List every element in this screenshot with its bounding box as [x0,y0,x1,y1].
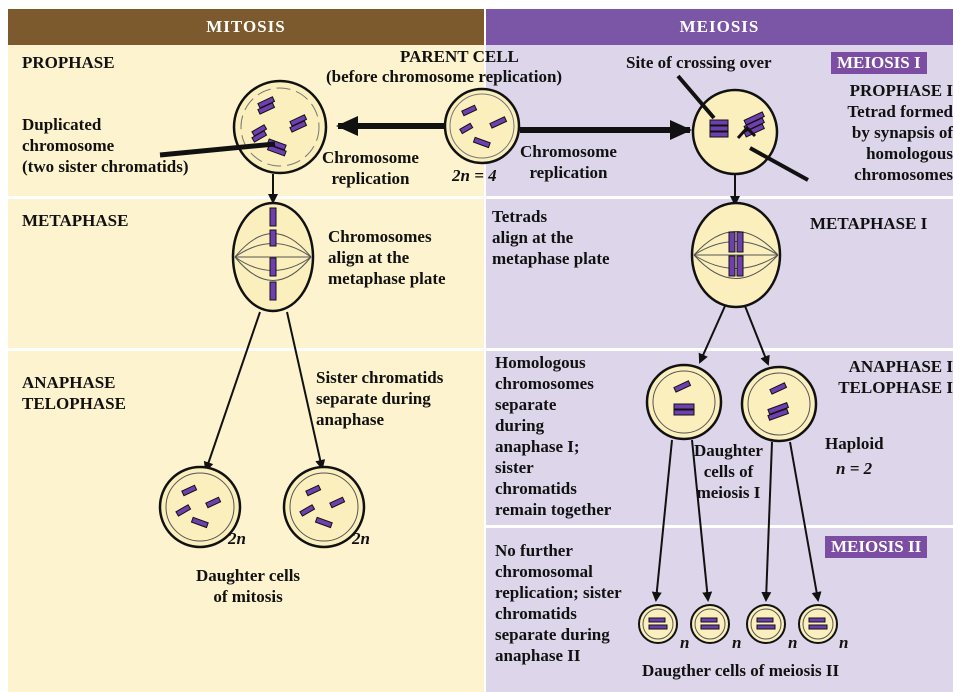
meiosis-one-tag: MEIOSIS I [831,52,927,74]
haploid-n-label: n = 2 [836,458,872,479]
meiosis-metaphase-label: METAPHASE I [810,213,953,234]
meiosis-two-tag: MEIOSIS II [825,536,927,558]
n-label-3: n [788,632,797,653]
mitosis-prophase-label: PROPHASE [22,52,115,73]
parent-ploidy: 2n = 4 [452,165,497,186]
crossing-over-label: Site of crossing over [626,52,772,73]
crossing-pointer [678,76,714,118]
meiosis1-daughter-right [742,367,816,441]
parent-cell [445,89,519,163]
meiosis2-daughter-3 [747,605,785,643]
mitosis-prophase-cell [234,81,326,173]
meiosis-prophase-cell [693,90,777,174]
mitosis-metaphase-cell [233,203,313,311]
meiosis2-daughter-4 [799,605,837,643]
mitosis-metaphase-label: METAPHASE [22,210,128,231]
meiosis-metaphase-cell [692,203,780,307]
meiosis2-daughter-1 [639,605,677,643]
haploid-label: Haploid [825,433,884,454]
n-label-1: n [680,632,689,653]
meiosis1-daughter-left [647,365,721,439]
meiosis2-daughters-label: Daugther cells of meiosis II [642,660,839,681]
mitosis-ploidy-left: 2n [228,528,246,549]
n-label-4: n [839,632,848,653]
n-label-2: n [732,632,741,653]
meiosis2-daughter-2 [691,605,729,643]
parent-cell-title: PARENT CELL [400,46,519,67]
mitosis-ploidy-right: 2n [352,528,370,549]
parent-cell-subtitle: (before chromosome replication) [326,66,562,87]
